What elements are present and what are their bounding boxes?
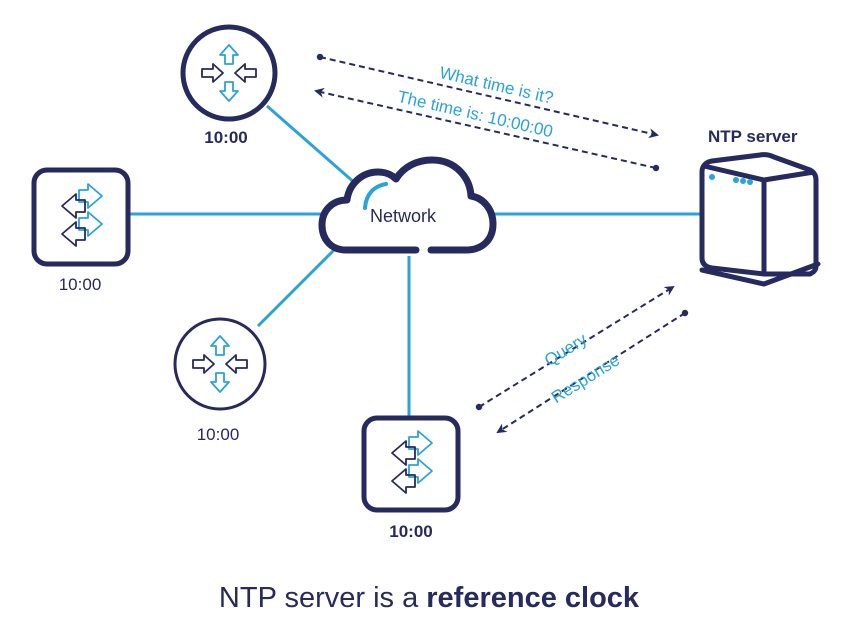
network-cloud	[318, 156, 497, 254]
server-led	[740, 178, 746, 184]
network-label: Network	[370, 206, 437, 226]
server-base	[699, 261, 821, 287]
cloud-icon	[318, 156, 497, 254]
message-arrows	[314, 53, 689, 434]
switch-bottom-time: 10:00	[389, 522, 433, 541]
ntp-server-label: NTP server	[708, 127, 798, 146]
server-icon	[699, 152, 819, 277]
router-top-time: 10:00	[204, 128, 248, 147]
server-top-edge	[703, 163, 815, 183]
router-bottom[interactable]	[173, 317, 267, 411]
server-led	[733, 177, 739, 183]
ntp-server[interactable]	[699, 152, 821, 287]
link-router-top	[266, 104, 357, 186]
switch-left[interactable]	[31, 167, 131, 267]
server-led	[709, 174, 715, 180]
cloud-highlight	[363, 182, 388, 210]
router-icon	[173, 317, 267, 411]
switch-icon	[31, 167, 131, 267]
server-led	[747, 179, 753, 185]
caption: NTP server is a reference clock	[0, 582, 858, 615]
router-top[interactable]	[180, 24, 278, 122]
link-router-bottom	[256, 246, 338, 328]
router-bottom-time: 10:00	[196, 425, 240, 444]
switch-bottom[interactable]	[361, 415, 461, 513]
arrow-reply	[314, 87, 660, 172]
caption-normal: NTP server is a	[218, 582, 427, 614]
switch-left-time: 10:00	[58, 275, 102, 294]
router-icon	[180, 24, 278, 122]
switch-icon	[361, 415, 461, 513]
arrow-response	[496, 309, 689, 434]
caption-bold: reference clock	[426, 582, 640, 614]
